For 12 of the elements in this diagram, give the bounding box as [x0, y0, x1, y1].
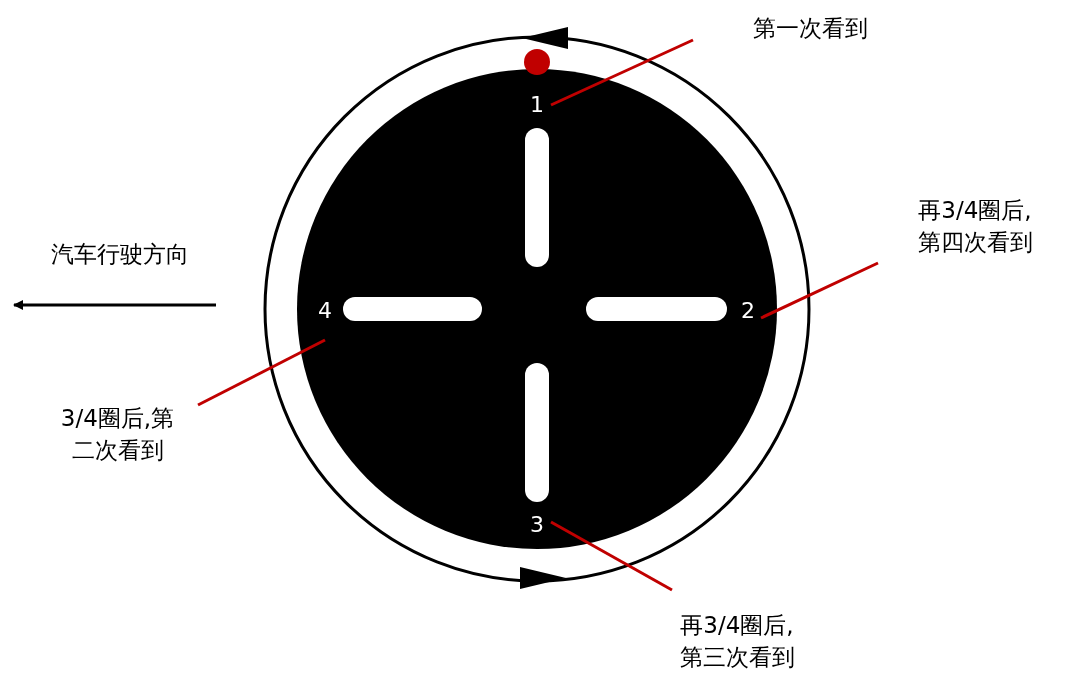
spoke-number: 3	[526, 512, 548, 538]
leader-line	[197, 338, 326, 407]
spoke-number: 1	[526, 92, 548, 118]
annotation-text: 3/4圈后,第二次看到	[54, 402, 181, 466]
annotation-text: 再3/4圈后,第四次看到	[909, 194, 1041, 258]
spoke-number: 4	[314, 298, 336, 324]
annotation-text: 再3/4圈后,第三次看到	[671, 609, 803, 673]
leader-line	[550, 520, 673, 592]
spoke-number: 2	[737, 298, 759, 324]
direction-label: 汽车行驶方向	[50, 240, 190, 269]
annotation-text: 第一次看到	[725, 12, 895, 44]
leader-line	[550, 38, 694, 107]
